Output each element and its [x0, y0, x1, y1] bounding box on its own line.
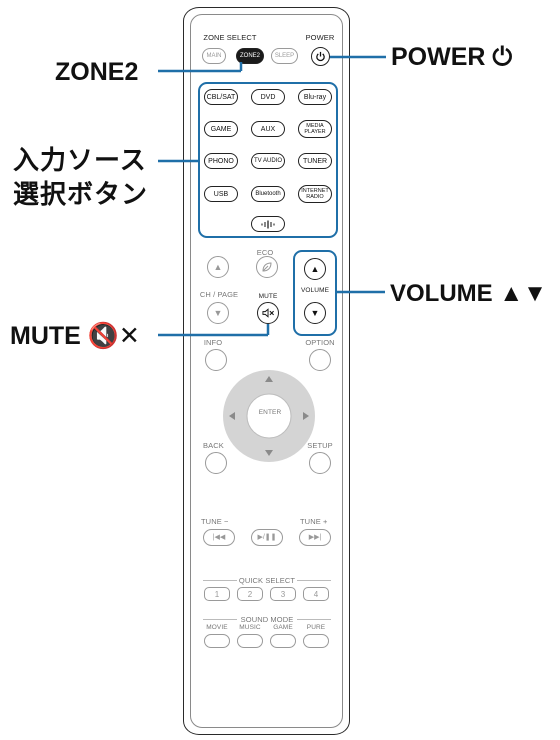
sound-mode-game-label: GAME: [273, 624, 293, 631]
ch-page-up-button[interactable]: ▲: [207, 256, 229, 278]
callout-volume: VOLUME ▲▼: [390, 280, 547, 307]
input-button-usb[interactable]: USB: [204, 186, 238, 202]
back-button[interactable]: [205, 452, 227, 474]
triangle-up-icon: ▲: [310, 264, 320, 274]
option-button[interactable]: [309, 349, 331, 371]
power-label: POWER: [305, 33, 335, 42]
sleep-button[interactable]: SLEEP: [271, 48, 298, 64]
callout-mute: MUTE 🔇✕: [10, 322, 140, 350]
volume-label: VOLUME: [300, 287, 330, 294]
mute-button[interactable]: [257, 302, 279, 324]
skip-previous-icon: |◀◀: [212, 534, 226, 541]
input-button-tuner[interactable]: TUNER: [298, 153, 332, 169]
quick-select-button-1[interactable]: 1: [204, 587, 230, 601]
power-button[interactable]: [311, 47, 330, 66]
media-player-line2: PLAYER: [304, 129, 326, 135]
sound-mode-game-button[interactable]: [270, 634, 296, 648]
play-pause-button[interactable]: ▶/❚❚: [251, 529, 283, 546]
sound-mode-movie-button[interactable]: [204, 634, 230, 648]
ch-page-label: CH / PAGE: [199, 290, 239, 299]
setup-button[interactable]: [309, 452, 331, 474]
sound-mode-movie-label: MOVIE: [206, 624, 228, 631]
sound-mode-pure-label: PURE: [306, 624, 326, 631]
input-button-dvd[interactable]: DVD: [251, 89, 285, 105]
internet-radio-line2: RADIO: [306, 194, 324, 200]
enter-button-label[interactable]: ENTER: [258, 409, 282, 416]
leaf-icon: [262, 262, 272, 272]
sound-mode-pure-button[interactable]: [303, 634, 329, 648]
ch-page-down-button[interactable]: ▼: [207, 302, 229, 324]
mute-label: MUTE: [258, 293, 278, 300]
power-icon: [316, 51, 325, 62]
input-button-cbl-sat[interactable]: CBL/SAT: [204, 89, 238, 105]
eco-label: ECO: [256, 248, 274, 257]
triangle-down-icon: ▼: [213, 308, 223, 318]
callout-power: POWER ⏻: [391, 43, 513, 71]
input-button-bluetooth[interactable]: Bluetooth: [251, 186, 285, 202]
callout-input-source-line1: 入力ソース: [13, 145, 147, 175]
quick-select-button-3[interactable]: 3: [270, 587, 296, 601]
quick-select-button-2[interactable]: 2: [237, 587, 263, 601]
volume-up-button[interactable]: ▲: [304, 258, 326, 280]
sound-mode-music-label: MUSIC: [239, 624, 261, 631]
input-button-game[interactable]: GAME: [204, 121, 238, 137]
volume-down-button[interactable]: ▼: [304, 302, 326, 324]
info-label: INFO: [203, 338, 223, 347]
tune-plus-label: TUNE +: [300, 517, 328, 526]
input-button-aux[interactable]: AUX: [251, 121, 285, 137]
input-button-heos[interactable]: [251, 216, 285, 232]
triangle-down-icon: ▼: [310, 308, 320, 318]
callout-zone2: ZONE2: [55, 58, 139, 86]
tune-prev-button[interactable]: |◀◀: [203, 529, 235, 546]
quick-select-button-4[interactable]: 4: [303, 587, 329, 601]
setup-label: SETUP: [307, 441, 333, 450]
input-button-phono[interactable]: PHONO: [204, 153, 238, 169]
input-button-tv-audio[interactable]: TV AUDIO: [251, 153, 285, 169]
zone2-button[interactable]: ZONE2: [236, 48, 264, 64]
eco-button[interactable]: [256, 256, 278, 278]
input-button-internet-radio[interactable]: INTERNET RADIO: [298, 185, 332, 203]
heos-icon: [261, 220, 275, 228]
cursor-pad[interactable]: [219, 366, 319, 466]
media-player-line1: MEDIA: [306, 123, 324, 129]
skip-next-icon: ▶▶|: [308, 534, 322, 541]
tune-next-button[interactable]: ▶▶|: [299, 529, 331, 546]
mute-icon: [261, 308, 274, 318]
tune-minus-label: TUNE −: [201, 517, 229, 526]
main-zone-button[interactable]: MAIN: [202, 48, 226, 64]
play-pause-icon: ▶/❚❚: [257, 534, 277, 541]
internet-radio-line1: INTERNET: [301, 188, 329, 194]
option-label: OPTION: [305, 338, 335, 347]
back-label: BACK: [203, 441, 224, 450]
sound-mode-label: SOUND MODE: [237, 615, 297, 624]
info-button[interactable]: [205, 349, 227, 371]
zone-select-label: ZONE SELECT: [203, 33, 257, 42]
input-button-media-player[interactable]: MEDIA PLAYER: [298, 120, 332, 138]
sound-mode-music-button[interactable]: [237, 634, 263, 648]
callout-input-source-line2: 選択ボタン: [13, 179, 149, 209]
input-button-blu-ray[interactable]: Blu-ray: [298, 89, 332, 105]
quick-select-label: QUICK SELECT: [237, 576, 297, 585]
triangle-up-icon: ▲: [213, 262, 223, 272]
